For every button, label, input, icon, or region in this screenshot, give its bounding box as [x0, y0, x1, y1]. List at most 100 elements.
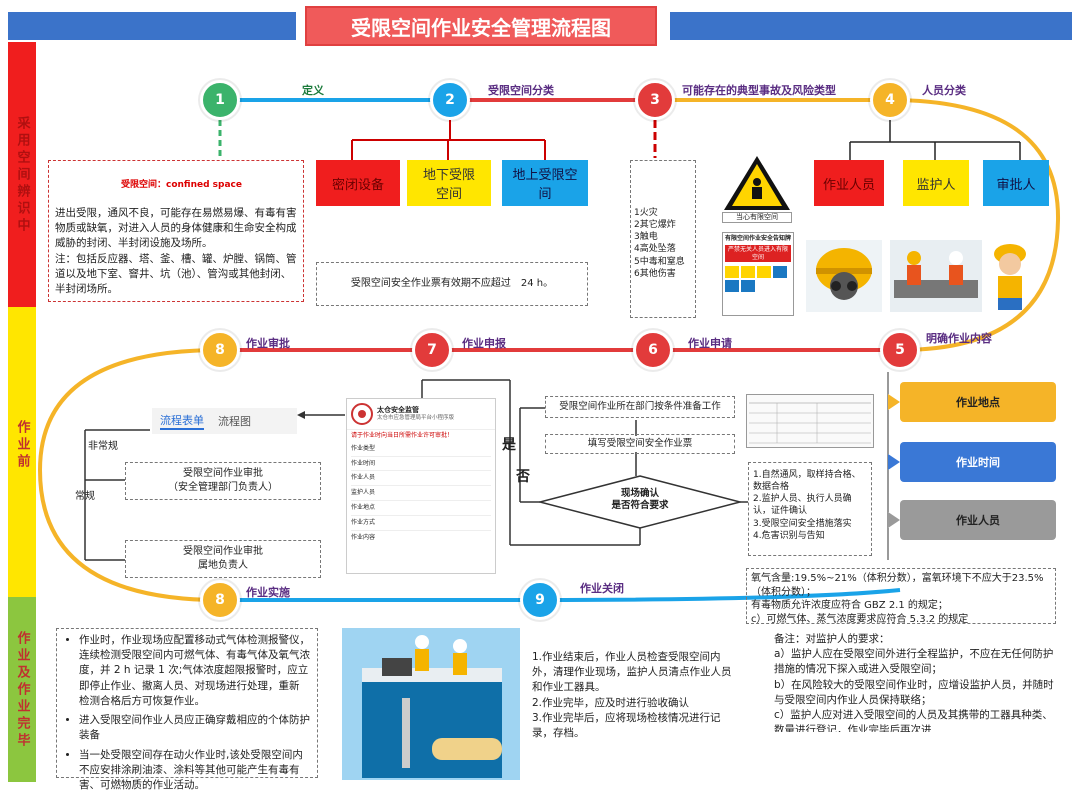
approval-box-safety-l2: （安全管理部门负责人）	[168, 481, 278, 493]
step-9-label: 作业关闭	[580, 582, 624, 595]
page-title: 受限空间作业安全管理流程图	[305, 6, 657, 46]
step-8a-label: 作业审批	[246, 337, 290, 350]
people-monitor: 监护人	[903, 160, 969, 206]
approval-box-local-l1: 受限空间作业审批	[183, 546, 263, 557]
step-7-circle: 7	[412, 330, 452, 370]
declare-field[interactable]: 作业内容	[351, 533, 376, 541]
declare-field[interactable]: 作业方式	[351, 516, 491, 531]
step-8a-circle: 8	[200, 330, 240, 370]
close-box: 1.作业结束后，作业人员检查受限空间内外，清理作业现场，监护人员清点作业人员和作…	[532, 650, 732, 760]
gas-req-1: 氧气含量:19.5%~21%（体积分数），富氧环境下不应大于23.5%（体积分数…	[751, 573, 1044, 598]
phase-bar-red	[8, 42, 36, 307]
declare-field[interactable]: 作业人员	[351, 471, 491, 487]
approval-box-safety-l1: 受限空间作业审批	[183, 468, 263, 479]
ticket-sample	[746, 394, 874, 448]
content-personnel: 作业人员	[900, 500, 1056, 540]
tab-flow-chart[interactable]: 流程图	[218, 415, 251, 428]
worker-cartoon-illustration	[994, 244, 1026, 310]
people-approver: 审批人	[983, 160, 1049, 206]
step-8b-circle: 8	[200, 580, 240, 620]
step-2-label: 受限空间分类	[488, 84, 554, 97]
step-2-circle: 2	[430, 80, 470, 120]
approval-box-local-l2: 属地负责人	[198, 559, 248, 571]
risk-item-4: 4高处坠落	[634, 244, 676, 255]
apply-decision: 现场确认 是否符合要求	[590, 488, 690, 512]
gas-req-3: c）可燃气体、蒸气浓度要求应符合 5.3.2 的规定	[751, 613, 969, 625]
step-1-circle: 1	[200, 80, 240, 120]
risk-item-6: 6其他伤害	[634, 268, 676, 279]
definition-body: 进出受限，通风不良，可能存在易燃易爆、有毒有害物质或缺氧，对进入人员的身体健康和…	[55, 207, 297, 250]
check-item-2: 2.监护人员、执行人员确认，证件确认	[753, 494, 852, 517]
monitor-item-c: c）监护人应对进入受限空间的人员及其携带的工器具种类、数量进行登记，作业完毕后再…	[774, 709, 1053, 732]
apply-checks-box: 1.自然通风，取样持合格、数据合格 2.监护人员、执行人员确认，证件确认 3.受…	[748, 462, 872, 556]
ticket-sample-grid	[749, 402, 871, 444]
monitor-item-a: a）监护人应在受限空间外进行全程监护，不应在无任何防护措施的情况下探入或进入受限…	[774, 648, 1054, 676]
check-item-3: 3.受限空间安全措施落实	[753, 518, 852, 529]
step-7-label: 作业申报	[462, 337, 506, 350]
top-bar-right	[670, 12, 1072, 40]
apply-yes-label: 是	[502, 437, 516, 453]
apply-no-label: 否	[516, 469, 530, 485]
implement-item-3: 当一处受限空间存在动火作业时,该处受限空间内不应安排涂刷油漆、涂料等其他可能产生…	[79, 748, 311, 793]
monitor-item-b: b）在风险较大的受限空间作业时，应增设监护人员，并随时与受限空间内作业人员保持联…	[774, 678, 1054, 706]
implement-box: 作业时，作业现场应配置移动式气体检测报警仪，连续检测受限空间内可燃气体、有毒气体…	[56, 628, 318, 791]
step-5-circle: 5	[880, 330, 920, 370]
step-3-label: 可能存在的典型事故及风险类型	[682, 84, 836, 97]
safety-board-danger: 严禁无关人员进入有限空间	[725, 244, 791, 263]
declare-logo-icon	[351, 403, 373, 425]
step-5-label: 明确作业内容	[926, 332, 992, 345]
phase-bar-green	[8, 597, 36, 782]
safety-board: 有限空间作业安全告知牌 严禁无关人员进入有限空间	[722, 232, 794, 316]
safety-board-icons	[725, 266, 791, 293]
phase-label-before: 作业前	[14, 419, 30, 471]
step-3-circle: 3	[635, 80, 675, 120]
people-worker: 作业人员	[814, 160, 884, 206]
category-sealed: 密闭设备	[316, 160, 400, 206]
definition-box: 受限空间：confined space 进出受限，通风不良，可能存在易燃易爆、有…	[48, 160, 304, 302]
definition-heading: 受限空间：confined space	[121, 180, 242, 190]
phase-label-during: 作业及作业完毕	[14, 630, 30, 750]
declare-field[interactable]: 作业类型	[351, 442, 491, 457]
implement-item-1: 作业时，作业现场应配置移动式气体检测报警仪，连续检测受限空间内可燃气体、有毒气体…	[79, 633, 311, 709]
declare-field[interactable]: 监护人员	[351, 486, 491, 501]
declare-org: 太仓安全监管	[377, 405, 419, 414]
phase-label-identify: 采用空间辨识中	[14, 115, 30, 235]
close-item-2: 2.作业完毕，应及时进行验收确认	[532, 696, 690, 709]
declare-form-title: 请于作业时向当日所需作业许可审批！	[351, 432, 454, 439]
gas-req-2: 有毒物质允许浓度应符合 GBZ 2.1 的规定；	[751, 600, 948, 611]
approval-box-local: 受限空间作业审批 属地负责人	[125, 540, 321, 578]
step-6-circle: 6	[633, 330, 673, 370]
warning-sign-caption: 当心有限空间	[722, 212, 792, 224]
gas-requirements-box: 氧气含量:19.5%~21%（体积分数），富氧环境下不应大于23.5%（体积分数…	[746, 568, 1056, 625]
risk-item-1: 1火灾	[634, 208, 658, 218]
step-9-circle: 9	[520, 580, 560, 620]
worksite-illustration	[342, 628, 520, 780]
approval-tabs: 流程表单 流程图	[152, 408, 297, 434]
close-item-1: 1.作业结束后，作业人员检查受限空间内外，清理作业现场，监护人员清点作业人员和作…	[532, 651, 732, 694]
declare-field[interactable]: 作业地点	[351, 501, 491, 516]
category-underground: 地下受限空间	[407, 160, 491, 206]
monitor-heading: 备注：对监护人的要求：	[774, 633, 890, 645]
risk-item-3: 3触电	[634, 232, 658, 243]
risk-item-5: 5中毒和窒息	[634, 256, 685, 267]
approval-abnormal-label: 非常规	[88, 441, 118, 452]
step-6-label: 作业申请	[688, 337, 732, 350]
worker-mask-illustration	[806, 240, 882, 312]
step-4-label: 人员分类	[922, 84, 966, 97]
close-item-3: 3.作业完毕后，应将现场检核情况进行记录，存档。	[532, 711, 721, 740]
approval-normal-label: 常规	[75, 491, 95, 502]
declare-field[interactable]: 作业时间	[351, 457, 491, 472]
step-4-circle: 4	[870, 80, 910, 120]
check-item-4: 4.危害识别与告知	[753, 530, 825, 541]
category-aboveground: 地上受限空间	[502, 160, 588, 206]
tab-flow-form[interactable]: 流程表单	[160, 412, 204, 430]
step-8b-label: 作业实施	[246, 586, 290, 599]
declare-panel: 太仓安全监管 太仓市应急管理局平台小程序版 请于作业时向当日所需作业许可审批！ …	[346, 398, 496, 574]
step-1-label: 定义	[302, 84, 324, 97]
content-location: 作业地点	[900, 382, 1056, 422]
risk-box: 1火灾 2其它爆炸 3触电 4高处坠落 5中毒和窒息 6其他伤害	[630, 160, 696, 318]
phase-bar-yellow	[8, 307, 36, 597]
validity-box: 受限空间安全作业票有效期不应超过 24 h。	[316, 262, 588, 306]
apply-step-fill-ticket: 填写受限空间安全作业票	[545, 434, 735, 454]
implement-list: 作业时，作业现场应配置移动式气体检测报警仪，连续检测受限空间内可燃气体、有毒气体…	[63, 633, 311, 793]
